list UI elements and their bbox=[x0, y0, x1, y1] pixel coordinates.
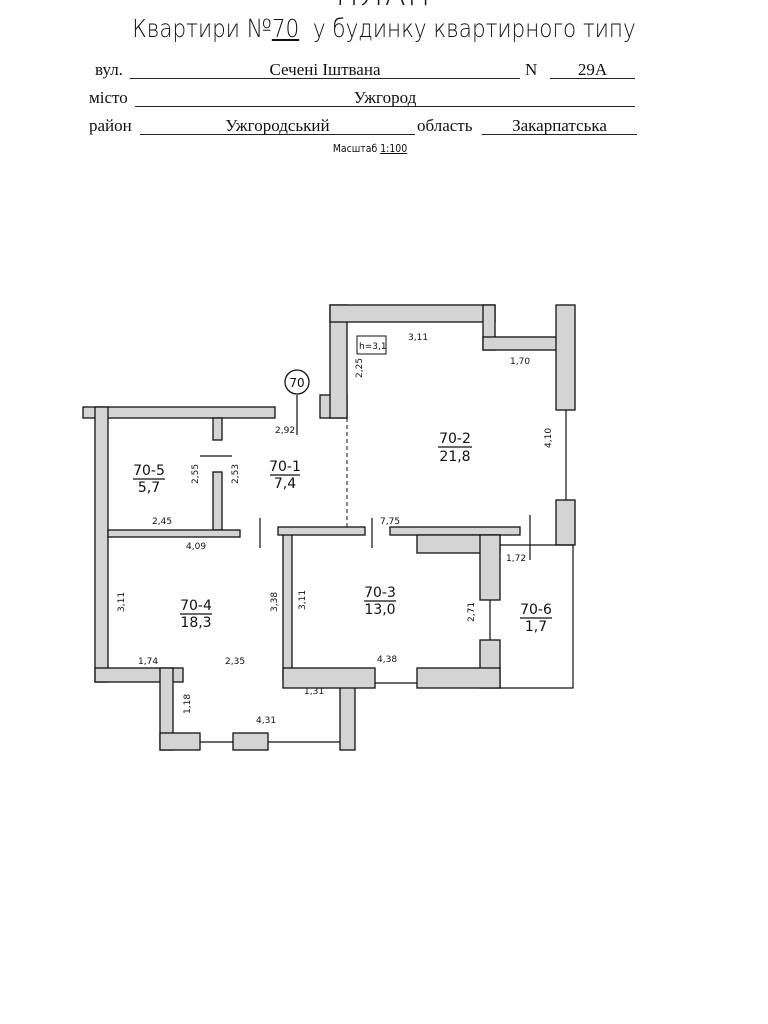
dimension: 2,71 bbox=[467, 602, 477, 622]
district-value: Ужгородський bbox=[140, 116, 415, 135]
wall bbox=[282, 529, 293, 681]
street-label: вул. bbox=[95, 60, 123, 79]
region-value: Закарпатська bbox=[482, 116, 637, 135]
dimension: 2,45 bbox=[152, 517, 172, 527]
room-id: 70-4 bbox=[180, 598, 212, 614]
dimension: 2,35 bbox=[225, 657, 245, 667]
windows-and-lines bbox=[200, 395, 574, 743]
room-labels: 70-1 7,4 70-2 21,8 70-3 13,0 70-4 18,3 7… bbox=[133, 431, 552, 635]
wall bbox=[329, 304, 496, 323]
room-id: 70-6 bbox=[520, 602, 552, 618]
wall bbox=[555, 304, 576, 411]
apartment-number: 70 bbox=[271, 14, 300, 43]
street-value: Сечені Іштвана bbox=[130, 60, 520, 79]
region-label: область bbox=[417, 116, 473, 135]
dimension: 3,11 bbox=[298, 590, 308, 610]
room-id: 70-5 bbox=[133, 463, 165, 479]
wall bbox=[107, 529, 241, 538]
wall bbox=[282, 667, 376, 689]
scale-value: 1:100 bbox=[380, 142, 408, 155]
wall bbox=[94, 406, 109, 683]
dimension: 2,55 bbox=[191, 464, 201, 484]
dimension: 2,92 bbox=[275, 426, 295, 436]
title-suffix: у будинку квартирного типу bbox=[312, 14, 636, 43]
room-id: 70-1 bbox=[269, 459, 301, 475]
room-area: 13,0 bbox=[364, 602, 395, 618]
wall bbox=[212, 471, 223, 531]
room-area: 5,7 bbox=[138, 480, 160, 496]
dimension: 1,18 bbox=[183, 694, 193, 714]
city-label: місто bbox=[89, 88, 128, 107]
number-value: 29А bbox=[550, 60, 635, 79]
dimension: 4,38 bbox=[377, 655, 397, 665]
dimension: 4,09 bbox=[186, 542, 206, 552]
dimension: 2,53 bbox=[231, 464, 241, 484]
wall bbox=[159, 732, 201, 751]
room-area: 18,3 bbox=[180, 615, 211, 631]
dimension: 7,75 bbox=[380, 517, 400, 527]
title-prefix: Квартири № bbox=[132, 14, 272, 43]
wall bbox=[82, 406, 276, 419]
wall bbox=[212, 417, 223, 441]
dimension: 1,74 bbox=[138, 657, 158, 667]
wall bbox=[339, 679, 356, 751]
number-label: N bbox=[525, 60, 538, 79]
dimension: 4,10 bbox=[544, 428, 554, 448]
document-title: Квартири №70 у будинку квартирного типу bbox=[54, 14, 714, 43]
room-id: 70-2 bbox=[439, 431, 471, 447]
dimension: 1,70 bbox=[510, 357, 530, 367]
room-area: 1,7 bbox=[525, 619, 547, 635]
height-box bbox=[356, 335, 387, 355]
wall bbox=[555, 499, 576, 546]
room-area: 21,8 bbox=[439, 449, 470, 465]
plan-heading: ПЛАН bbox=[0, 0, 768, 13]
dimension: 3,38 bbox=[270, 592, 280, 612]
district-label: район bbox=[89, 116, 132, 135]
dimension: 2,25 bbox=[355, 358, 365, 378]
scale-note: Масштаб 1:100 bbox=[56, 142, 685, 155]
height-label: h=3,1 bbox=[359, 342, 387, 352]
scale-label: Масштаб bbox=[332, 142, 378, 155]
wall bbox=[232, 732, 269, 751]
wall bbox=[482, 336, 564, 351]
dimension: 3,11 bbox=[117, 592, 127, 612]
city-value: Ужгород bbox=[135, 88, 635, 107]
walls bbox=[82, 304, 576, 751]
street-row: вул. bbox=[95, 60, 123, 80]
dimension: 4,31 bbox=[256, 716, 276, 726]
room-70-6-outline bbox=[500, 544, 574, 689]
wall bbox=[416, 667, 501, 689]
dimension: 1,31 bbox=[304, 687, 324, 697]
dimension: 1,72 bbox=[506, 554, 526, 564]
dimension: 3,11 bbox=[408, 333, 428, 343]
apartment-marker: 70 bbox=[289, 376, 304, 390]
apartment-marker-circle bbox=[284, 369, 310, 395]
wall bbox=[389, 526, 521, 536]
dimension-labels: 3,11 1,70 2,25 4,10 2,92 2,55 2,53 2,45 … bbox=[117, 333, 554, 726]
wall bbox=[479, 534, 501, 601]
room-area: 7,4 bbox=[274, 476, 296, 492]
wall bbox=[277, 526, 366, 536]
room-id: 70-3 bbox=[364, 585, 396, 601]
